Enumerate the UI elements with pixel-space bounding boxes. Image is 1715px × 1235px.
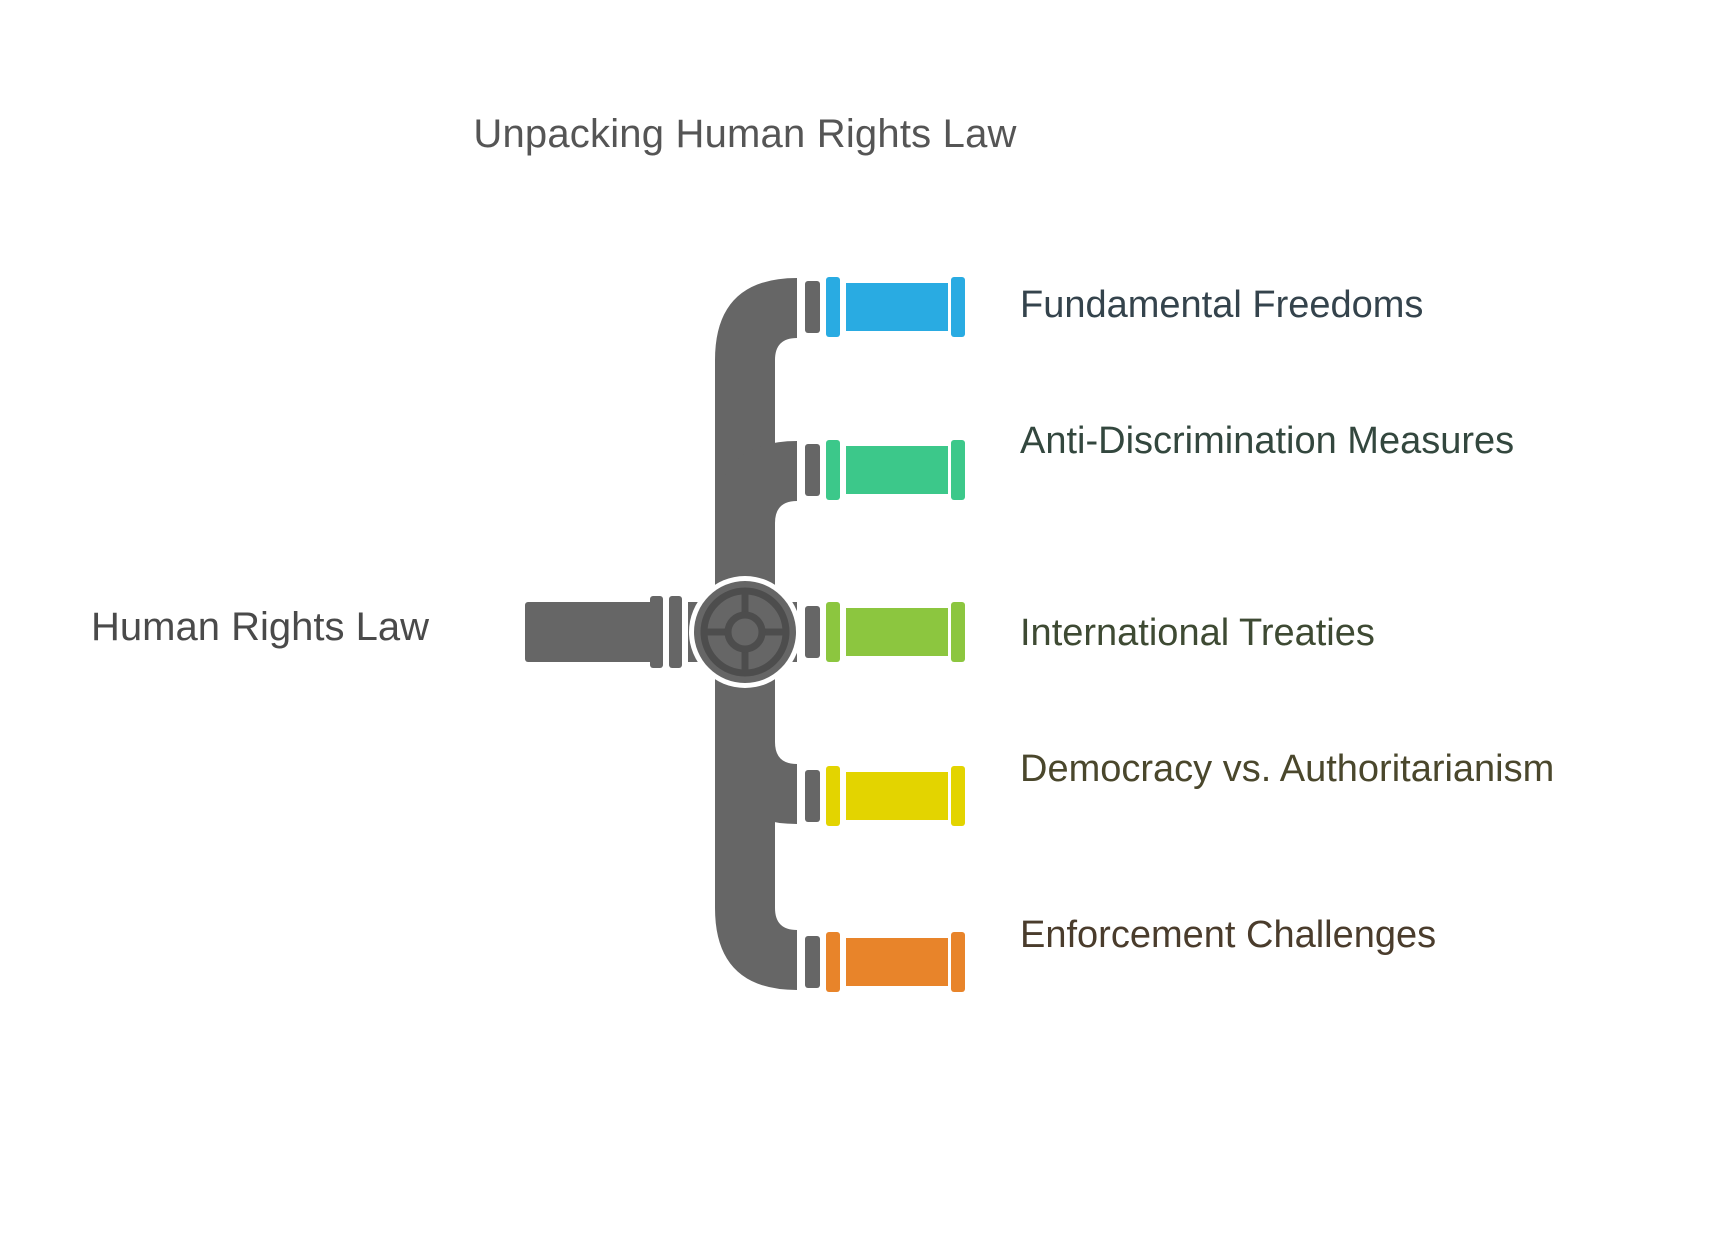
branch-4-far-flange: [951, 932, 965, 992]
branch-2-near-flange: [826, 602, 840, 662]
trunk-branch-4: [715, 625, 797, 990]
branch-1-gray-flange: [805, 444, 820, 496]
branch-0-gray-flange: [805, 281, 820, 333]
branch-0-body: [846, 283, 948, 331]
input-pipe-flange-a: [650, 596, 663, 668]
branch-3-near-flange: [826, 766, 840, 826]
branch-1-far-flange: [951, 440, 965, 500]
branch-label-international-treaties: International Treaties: [1020, 612, 1375, 654]
branch-pipe-1: [805, 440, 965, 500]
branch-pipe-3: [805, 766, 965, 826]
branch-pipe-4: [805, 932, 965, 992]
branch-3-gray-flange: [805, 770, 820, 822]
branch-label-democracy-vs-authoritarianism: Democracy vs. Authoritarianism: [1020, 748, 1555, 790]
branch-1-body: [846, 446, 948, 494]
branch-0-near-flange: [826, 277, 840, 337]
branch-1-near-flange: [826, 440, 840, 500]
branch-4-near-flange: [826, 932, 840, 992]
input-pipe-flange-b: [669, 596, 682, 668]
input-pipe-body: [525, 602, 657, 662]
branch-3-body: [846, 772, 948, 820]
branch-2-gray-flange: [805, 606, 820, 658]
root-node-label: Human Rights Law: [91, 605, 429, 649]
branch-label-anti-discrimination-measures: Anti-Discrimination Measures: [1020, 420, 1515, 462]
branch-pipe-2: [805, 602, 965, 662]
branch-label-enforcement-challenges: Enforcement Challenges: [1020, 914, 1437, 956]
branch-2-body: [846, 608, 948, 656]
branch-label-fundamental-freedoms: Fundamental Freedoms: [1020, 284, 1424, 326]
branch-2-far-flange: [951, 602, 965, 662]
page-title: Unpacking Human Rights Law: [473, 112, 1017, 156]
branch-3-far-flange: [951, 766, 965, 826]
valve-wheel-icon: [689, 576, 801, 688]
branch-pipe-0: [805, 277, 965, 337]
branch-4-gray-flange: [805, 936, 820, 988]
branch-0-far-flange: [951, 277, 965, 337]
branch-4-body: [846, 938, 948, 986]
